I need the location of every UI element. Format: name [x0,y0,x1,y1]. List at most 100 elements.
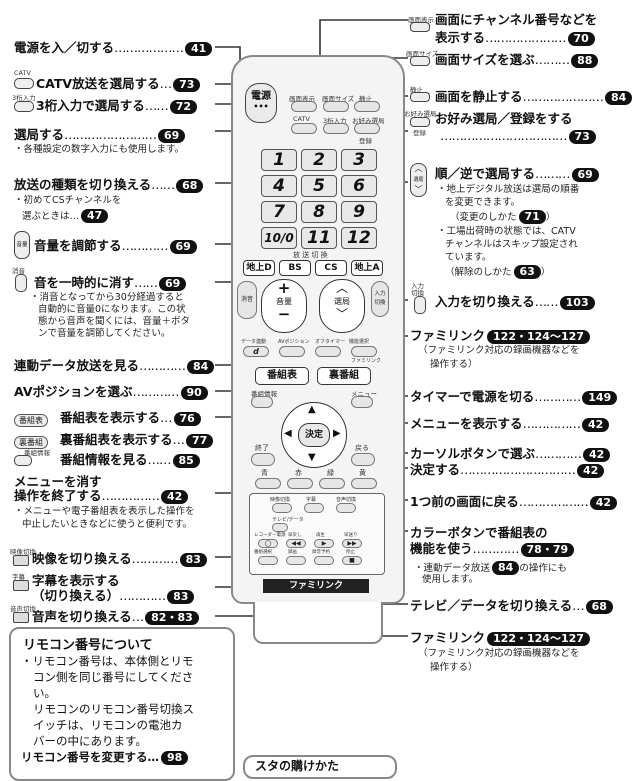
key-7[interactable]: 7 [261,201,297,223]
rewind-icon[interactable]: ◀◀ [286,539,306,548]
channel-up-icon[interactable]: ︿ [335,281,348,295]
key-bs[interactable]: BS [279,260,311,276]
mute-button[interactable]: 消音 [237,281,257,319]
channel-down-icon[interactable]: ﹀ [335,307,348,321]
back-button[interactable] [351,453,375,466]
favorite-button[interactable] [354,123,380,134]
arrow-up-icon[interactable]: ▲ [308,404,316,415]
subtitle-icon [13,580,29,591]
label-enter: 決定する…………………………42 [410,462,605,478]
menu-button[interactable] [351,396,373,408]
remote-code-change: リモコン番号を変更する…98 [21,749,194,765]
register-label: 登録 [359,137,372,145]
program-select-button[interactable] [258,556,278,565]
key-1[interactable]: 1 [261,149,297,171]
epg-button[interactable]: 番組表 [255,367,309,385]
famlink-small-label: ファミリンク [351,358,382,364]
key-8[interactable]: 8 [301,201,337,223]
note-updown-5: チャンネルはスキップ設定され [445,239,578,250]
power-button[interactable]: 電源 ••• [245,83,277,123]
screen-size-button[interactable] [323,101,349,112]
arrow-down-icon[interactable]: ▼ [308,452,316,463]
program-info-label: 番組情報 [251,390,277,398]
arrow-left-icon[interactable]: ◀ [284,428,292,439]
freeze-button[interactable] [354,101,380,112]
red-button[interactable] [287,478,313,489]
red-label: 赤 [295,469,302,477]
volume-rocker[interactable]: + 音量 − [261,279,307,333]
play-icon[interactable]: ▶ [314,539,334,548]
label-subtitle-2: （切り換える）…………83 [32,588,195,604]
record-reserve-button[interactable] [314,556,334,565]
catv-button[interactable] [291,123,317,134]
tvdata-button[interactable] [272,523,288,532]
enter-button[interactable]: 決定 [298,423,330,447]
key-5[interactable]: 5 [301,175,337,197]
yellow-button[interactable] [351,478,377,489]
recorder-power-button[interactable]: ◯ [258,539,278,548]
key-4[interactable]: 4 [261,175,297,197]
note-tune: ・各種設定の数字入力にも使用します。 [14,144,185,155]
screen-display-label: 画面表示 [289,95,315,103]
key-terrestrial-digital[interactable]: 地上D [243,260,275,276]
video-switch-button[interactable] [272,503,292,513]
key-2[interactable]: 2 [301,149,337,171]
screen-size-icon [410,56,430,66]
three-digit-button[interactable] [323,123,349,134]
input-icon-label-2: 切換 [411,289,424,297]
key-11[interactable]: 11 [301,227,337,249]
fast-forward-icon[interactable]: ▶▶ [342,539,362,548]
volume-down-icon[interactable]: − [277,305,291,323]
updown-icon: ︿選局﹀ [410,163,427,197]
d-button[interactable]: d [243,346,269,357]
green-button[interactable] [319,478,345,489]
label-back-epg: 裏番組表を表示する…77 [60,432,214,448]
catv-icon: CATV [14,69,31,77]
arrow-right-icon[interactable]: ▶ [333,428,341,439]
label-broadcast: 放送の種類を切り換える……68 [14,177,204,193]
remote-code-line: ・リモコン番号は、本体側とリモ [21,654,194,668]
label-program-info: 番組情報を見る……85 [60,452,200,468]
stop-icon[interactable]: ■ [342,556,362,565]
tune-label: 選局 [334,297,350,306]
tvdata-label: テレビ/データ [272,517,304,523]
label-three-digit: 3桁入力で選局する……72 [36,98,198,114]
label-volume: 音量を調節する…………69 [34,238,197,254]
key-10[interactable]: 10/0 [261,227,297,249]
input-button[interactable]: 入力切換 [371,281,389,317]
key-terrestrial-analog[interactable]: 地上A [351,260,383,276]
key-3[interactable]: 3 [341,149,377,171]
key-9[interactable]: 9 [341,201,377,223]
off-timer-label: オフタイマー [315,339,346,345]
video-icon [13,555,29,566]
volume-up-icon[interactable]: + [277,279,291,297]
recorder-power-label: レコーダー電源 [254,533,286,538]
program-info-button[interactable] [251,396,273,408]
subtitle-button[interactable] [304,503,324,513]
key-12[interactable]: 12 [341,227,377,249]
power-label: 電源 [251,91,271,102]
off-timer-button[interactable] [315,346,341,357]
back-epg-button[interactable]: 裏番組 [317,367,371,385]
screen-display-button[interactable] [291,101,317,112]
av-position-label: AVポジション [278,339,310,345]
note-mute-4: ンで音量を調節してください。 [38,328,171,339]
av-position-button[interactable] [279,346,305,357]
three-digit-button-icon [14,101,34,112]
audio-icon [13,612,29,623]
key-cs[interactable]: CS [315,260,347,276]
input-icon-label-1: 入力 [411,282,424,290]
audio-switch-button[interactable] [336,503,356,513]
cursor-pad[interactable]: ▲ ▼ ◀ ▶ 決定 [281,402,347,468]
function-select-button[interactable] [351,346,377,357]
record-button[interactable] [286,556,306,565]
blue-button[interactable] [255,478,281,489]
exit-button[interactable] [251,453,275,466]
label-data: 連動データ放送を見る…………84 [14,358,215,374]
key-6[interactable]: 6 [341,175,377,197]
channel-rocker[interactable]: ︿ 選局 ﹀ [319,279,365,333]
program-info-icon-label: 番組情報 [24,449,50,457]
